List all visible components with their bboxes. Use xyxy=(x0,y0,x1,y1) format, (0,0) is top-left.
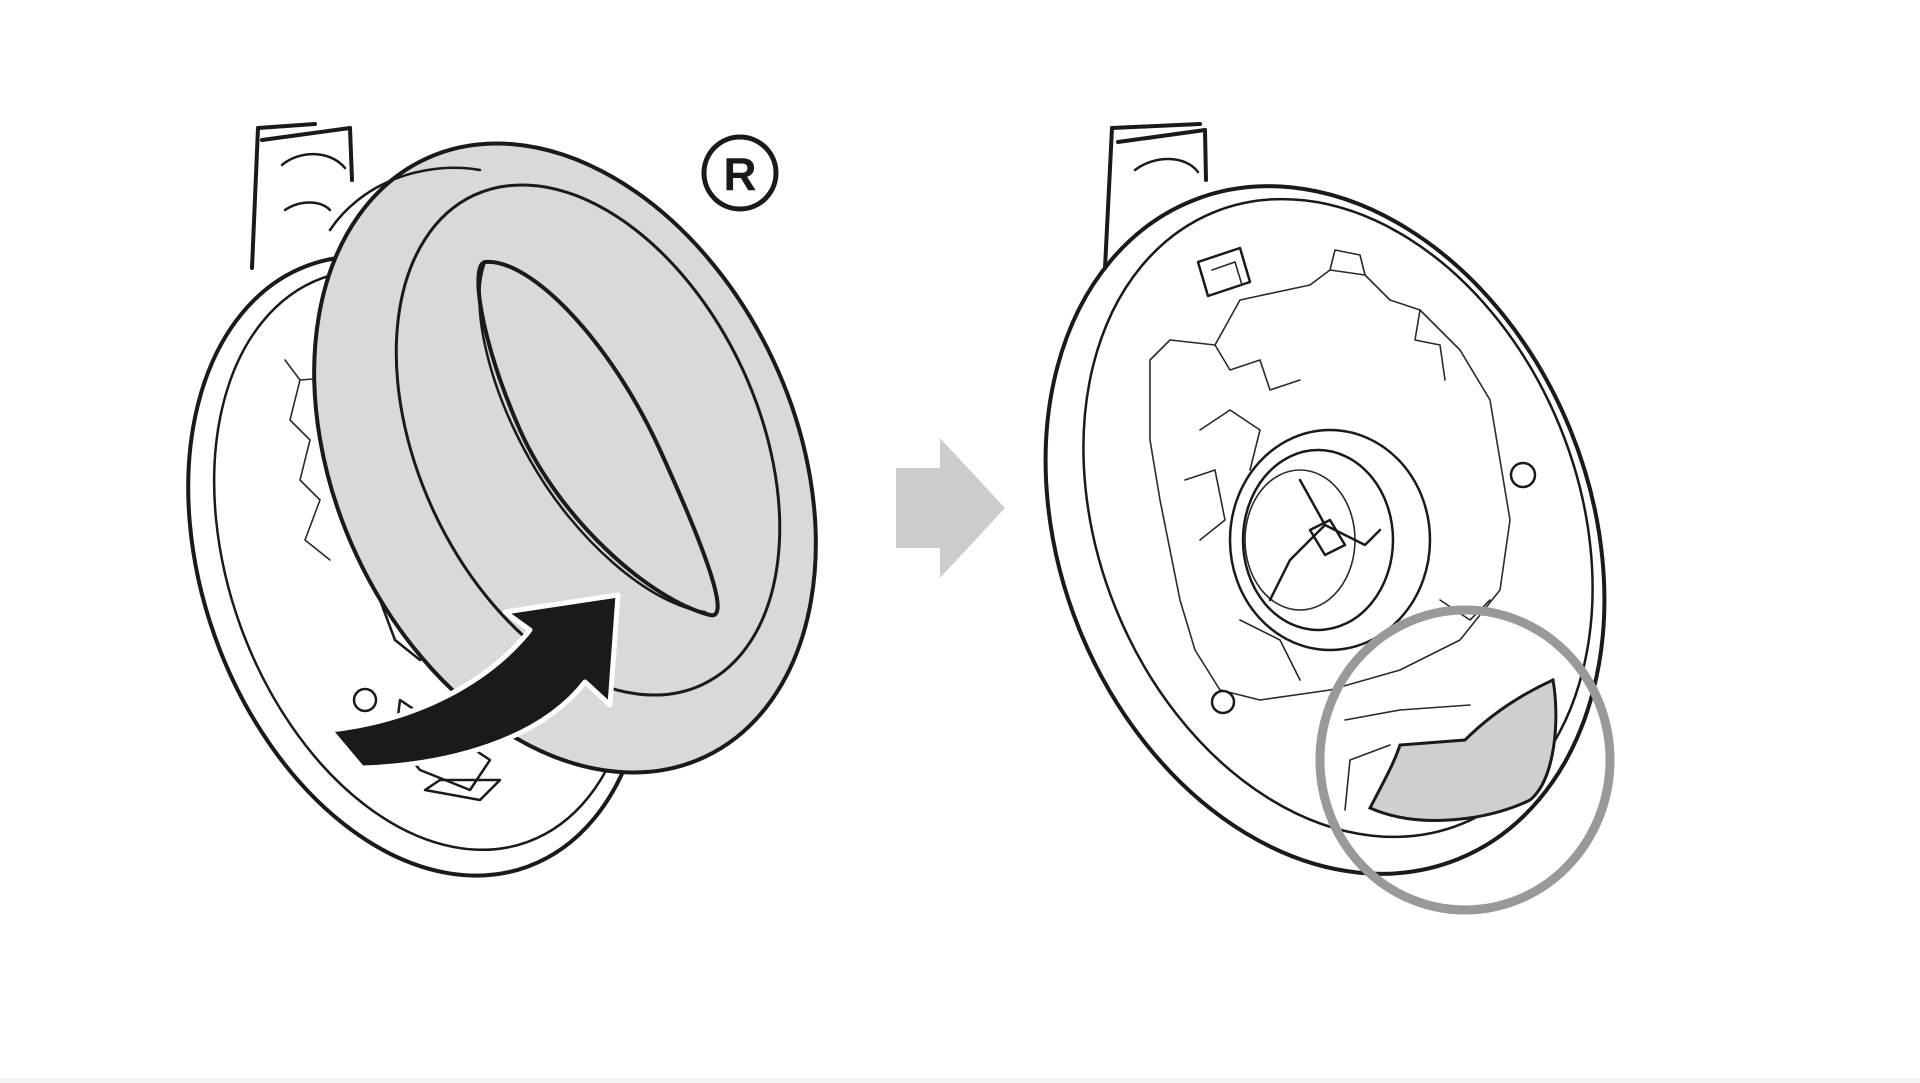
earcup-internals-right xyxy=(1149,246,1537,715)
headband-left xyxy=(250,122,354,270)
right-arrow-icon xyxy=(896,438,1005,578)
earcup-housing-right xyxy=(1043,184,1607,876)
bottom-border xyxy=(0,1078,1920,1083)
ear-pad-icon xyxy=(312,141,818,775)
headband-right xyxy=(1103,122,1208,270)
earcup-without-pad-icon xyxy=(1043,122,1615,915)
sensor-patch-icon xyxy=(1344,677,1558,822)
highlight-circle-icon xyxy=(1315,605,1615,915)
rotate-attach-arrow-icon xyxy=(327,592,621,771)
right-side-label: R xyxy=(723,148,756,200)
right-side-mark: R xyxy=(701,134,779,212)
earcup-with-pad-icon: R xyxy=(186,122,818,878)
